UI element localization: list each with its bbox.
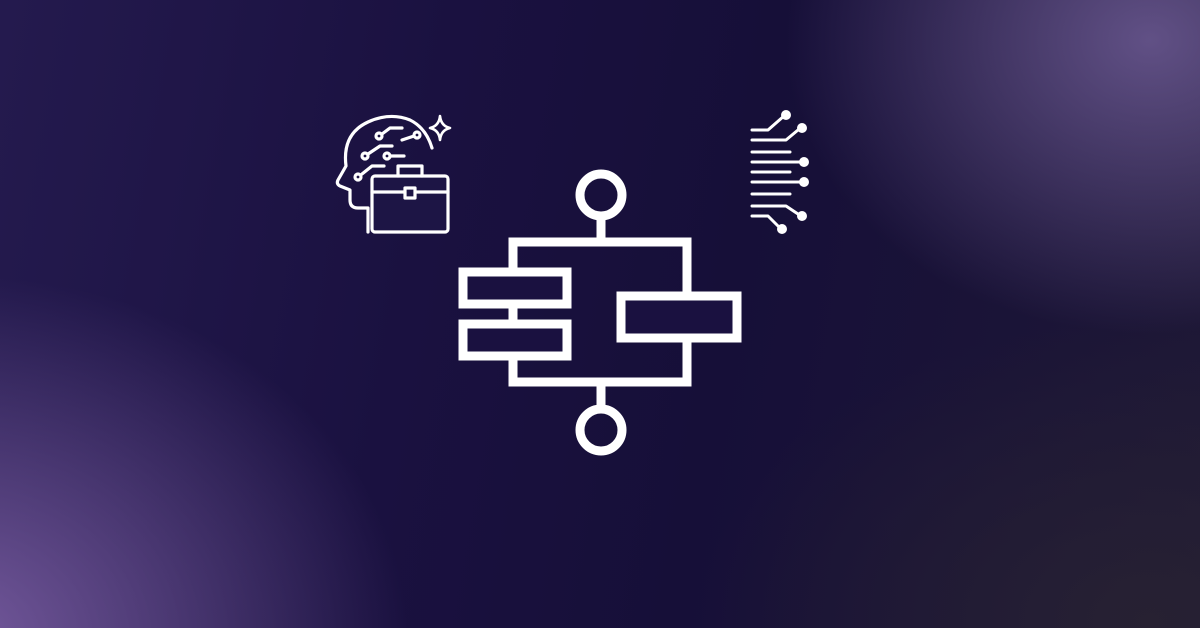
ai-head-briefcase-icon (328, 108, 454, 236)
flowchart-diagram-icon (455, 168, 747, 458)
circuit-lines-icon (748, 110, 814, 236)
